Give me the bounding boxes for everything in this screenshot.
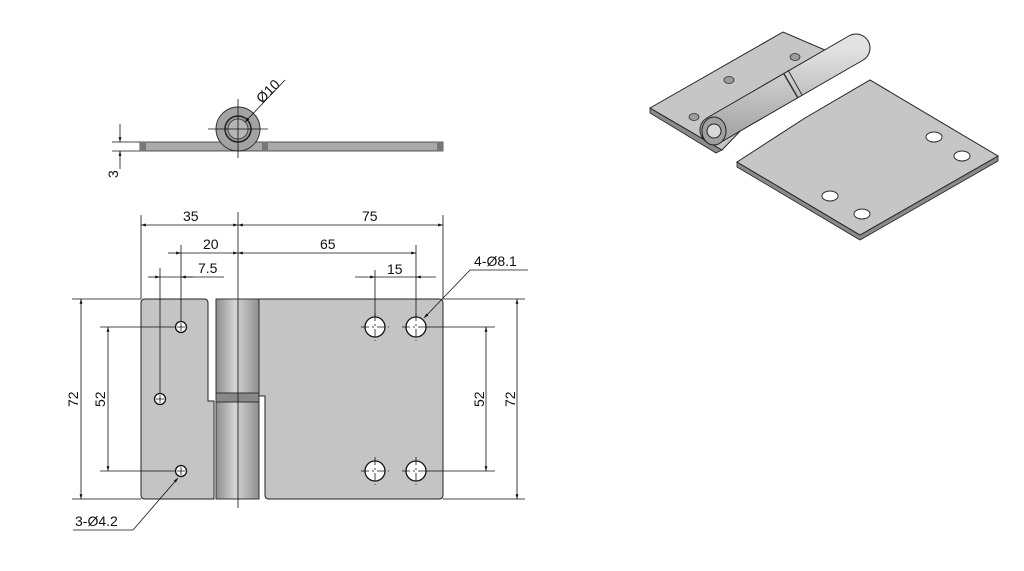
pin-diameter-label: Ø10 (253, 76, 283, 106)
front-view: 35 75 20 65 7.5 15 72 52 52 72 4-Ø8.1 3-… (65, 208, 528, 531)
dim-65: 65 (320, 236, 336, 252)
isometric-view (649, 31, 999, 241)
dim-72-left: 72 (65, 391, 81, 407)
small-holes-callout: 3-Ø4.2 (75, 513, 118, 529)
upper-knuckle (215, 298, 260, 394)
large-holes-callout: 4-Ø8.1 (474, 253, 517, 269)
dim-15: 15 (387, 261, 403, 277)
dim-75: 75 (362, 208, 378, 224)
top-view: Ø10 3 (105, 76, 444, 178)
dim-72-right: 72 (502, 391, 518, 407)
left-leaf (140, 298, 215, 500)
lower-knuckle (215, 401, 260, 500)
dim-52-left: 52 (92, 391, 108, 407)
iso-knuckle (700, 34, 870, 144)
iso-right-leaf (736, 79, 999, 236)
dim-20: 20 (203, 236, 219, 252)
dim-7-5: 7.5 (198, 260, 218, 276)
thickness-label: 3 (105, 170, 121, 178)
dim-35: 35 (183, 208, 199, 224)
leaf-edge (139, 141, 444, 152)
right-leaf (258, 298, 444, 500)
dim-52-right: 52 (471, 391, 487, 407)
small-holes (153, 320, 188, 478)
